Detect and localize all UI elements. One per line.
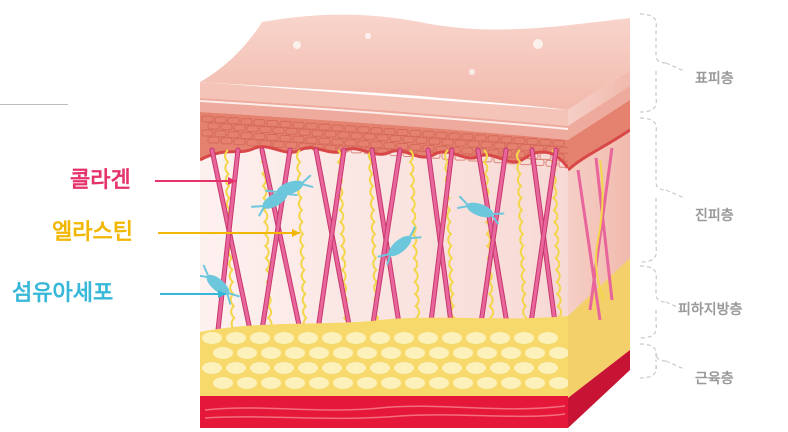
label-fibroblast: 섬유아세포 — [12, 281, 113, 307]
layer-label-muscle: 근육층 — [695, 368, 734, 388]
layer-brackets — [640, 14, 684, 378]
bracket-dermis — [640, 118, 684, 262]
bracket-epidermis — [640, 14, 684, 112]
bracket-muscle — [640, 344, 684, 378]
label-elastin: 엘라스틴 — [52, 220, 133, 246]
layer-label-hypodermis: 피하지방층 — [678, 299, 742, 319]
divider-line — [0, 104, 68, 105]
muscle-layer — [200, 396, 570, 428]
layer-label-epidermis: 표피층 — [695, 68, 734, 88]
label-collagen: 콜라겐 — [70, 168, 131, 194]
layer-label-dermis: 진피층 — [695, 205, 734, 225]
